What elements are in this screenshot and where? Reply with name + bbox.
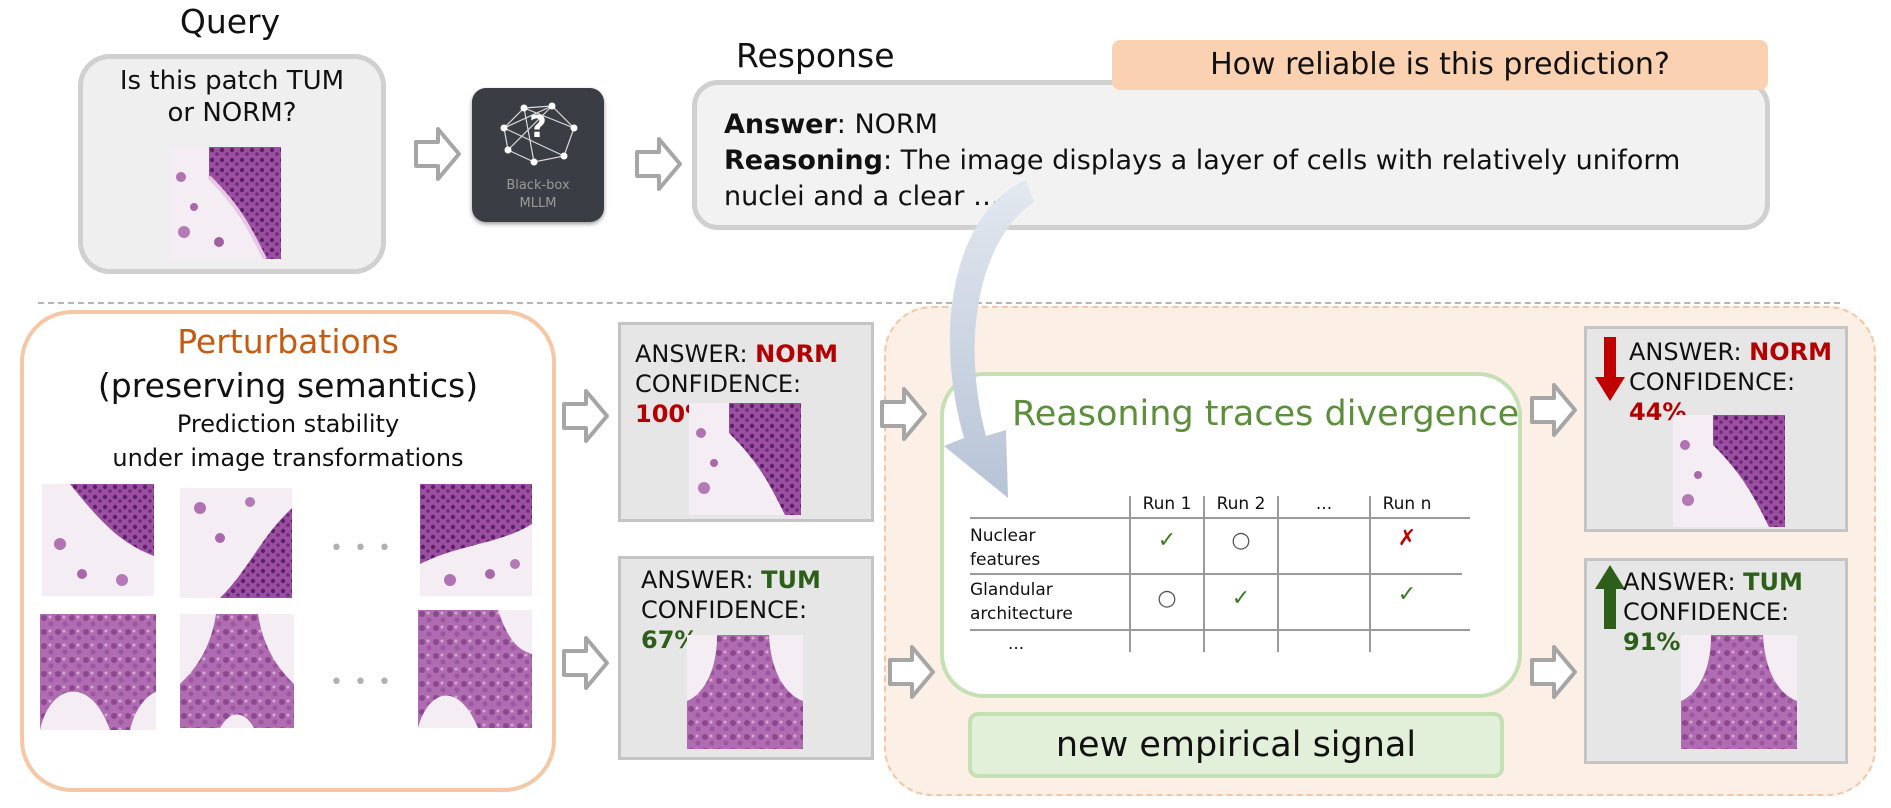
- table-column-header: Run n: [1382, 494, 1432, 514]
- query-box: Is this patch TUM or NORM?: [78, 54, 386, 274]
- table-cell-check: ✓: [1157, 528, 1177, 553]
- flow-arrow: [562, 636, 609, 690]
- reliability-question: How reliable is this prediction?: [1210, 47, 1670, 82]
- calibrated-confidence-value: 91%: [1623, 628, 1681, 656]
- calibrated-card-tum: ANSWER: TUM CONFIDENCE: 91%: [1584, 558, 1848, 764]
- perturbed-patch-rotated: [180, 488, 292, 598]
- flow-arrow: [888, 645, 935, 699]
- perturbed-patch-flipped: [420, 484, 532, 596]
- calibrated-answer-value: TUM: [1743, 568, 1803, 596]
- curved-connector-arrow: [944, 180, 1034, 498]
- network-icon: [500, 102, 578, 166]
- perturbed-patch-tum-mirrored: [180, 614, 294, 728]
- flow-arrow: [635, 137, 682, 191]
- table-row-label: Nuclear features: [970, 526, 1041, 570]
- flow-arrow: [562, 389, 609, 443]
- table-cell-neutral: ○: [1157, 586, 1177, 611]
- reasoning-title: Reasoning traces divergence: [1012, 394, 1520, 434]
- table-cell-neutral: ○: [1231, 528, 1251, 553]
- prediction-answer-value: TUM: [761, 566, 821, 594]
- empirical-signal-box: new empirical signal: [968, 712, 1504, 778]
- prediction-answer-value: NORM: [755, 340, 839, 368]
- reasoning-text: : The image displays a layer of cells wi…: [724, 145, 1681, 212]
- prediction-answer: ANSWER: TUM: [641, 566, 821, 594]
- reasoning-box: [940, 372, 1522, 698]
- flow-arrow: [1530, 383, 1577, 437]
- prediction-confidence: CONFIDENCE: 67%: [641, 596, 808, 654]
- calibrated-answer: ANSWER: TUM: [1623, 568, 1803, 596]
- table-cell-check: ✓: [1397, 582, 1417, 607]
- calibrated-patch-image: [1681, 635, 1797, 749]
- mllm-question-mark: ?: [529, 110, 547, 145]
- calibrated-card-norm: ANSWER: NORM CONFIDENCE: 44%: [1584, 326, 1848, 532]
- mllm-label-line1: Black-box: [506, 178, 570, 193]
- section-divider: [38, 302, 1840, 304]
- prediction-patch-image: [687, 635, 803, 749]
- confidence-down-arrow-icon: [1595, 337, 1625, 401]
- answer-value: : NORM: [836, 109, 938, 140]
- perturbations-title: Perturbations: [177, 322, 399, 361]
- prediction-answer: ANSWER: NORM: [635, 340, 839, 368]
- table-cell-check: ✓: [1231, 586, 1251, 611]
- flow-arrow: [414, 127, 461, 181]
- response-reasoning: Reasoning: The image displays a layer of…: [724, 143, 1734, 215]
- calibrated-patch-image: [1673, 415, 1785, 527]
- mllm-label-line2: MLLM: [519, 196, 557, 211]
- calibrated-answer-value: NORM: [1749, 338, 1833, 366]
- table-more-rows: ...: [1008, 634, 1025, 654]
- black-box-mllm: ? Black-box MLLM: [472, 88, 604, 222]
- table-column-header: ...: [1315, 494, 1333, 514]
- confidence-up-arrow-icon: [1595, 565, 1625, 629]
- perturbed-patch-tum-original: [40, 614, 156, 730]
- table-cell-cross: ✗: [1397, 526, 1417, 551]
- query-patch-image: [169, 147, 281, 259]
- perturbed-patch-tum-rotated: [418, 610, 532, 728]
- perturbations-desc-line2: under image transformations: [112, 444, 464, 472]
- flow-arrow: [880, 387, 927, 441]
- reasoning-table-grid: [970, 496, 1470, 652]
- response-title: Response: [736, 36, 895, 75]
- calibrated-confidence: CONFIDENCE: 91%: [1623, 598, 1790, 656]
- answer-label: Answer: [724, 109, 837, 140]
- perturbations-desc-line1: Prediction stability: [176, 410, 400, 438]
- prediction-card-norm: ANSWER: NORM CONFIDENCE: 100%: [618, 322, 874, 522]
- response-answer: Answer: NORM: [724, 108, 938, 142]
- table-column-header: Run 1: [1142, 494, 1192, 514]
- calibrated-answer: ANSWER: NORM: [1629, 338, 1833, 366]
- prediction-card-tum: ANSWER: TUM CONFIDENCE: 67%: [618, 556, 874, 760]
- perturbations-subtitle: (preserving semantics): [97, 366, 479, 405]
- empirical-signal-label: new empirical signal: [1055, 725, 1417, 765]
- ellipsis-row-1: • • •: [330, 536, 393, 561]
- reasoning-label: Reasoning: [724, 145, 883, 176]
- reliability-banner: How reliable is this prediction?: [1112, 40, 1768, 90]
- query-question: Is this patch TUM or NORM?: [119, 66, 345, 128]
- table-column-header: Run 2: [1216, 494, 1266, 514]
- prediction-patch-image: [689, 403, 801, 515]
- query-title: Query: [179, 2, 281, 41]
- perturbed-patch-original: [42, 484, 154, 596]
- flow-arrow: [1530, 645, 1577, 699]
- table-row-label: Glandular architecture: [970, 580, 1073, 624]
- ellipsis-row-2: • • •: [330, 670, 393, 695]
